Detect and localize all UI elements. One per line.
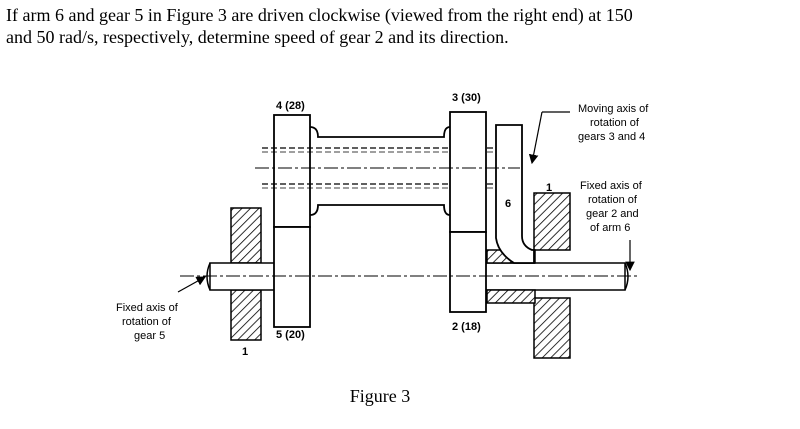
gear-4-label: 4 (28)	[276, 100, 305, 112]
gear-3-label: 3 (30)	[452, 92, 481, 104]
fixed-axis-right-note: Fixed axis of rotation of gear 2 and of …	[580, 180, 643, 234]
gear-5	[273, 226, 311, 328]
centerlines	[180, 167, 640, 277]
gear-3	[449, 111, 487, 233]
gear-4	[273, 114, 311, 228]
arm-6	[495, 124, 535, 264]
fixed-axis-left-line-3: gear 5	[134, 330, 165, 342]
fixed-axis-right-line-1: Fixed axis of	[580, 180, 643, 192]
moving-axis-line-1: Moving axis of	[578, 103, 649, 115]
moving-axis-note: Moving axis of rotation of gears 3 and 4	[578, 103, 649, 143]
arm-6-label: 6	[505, 198, 511, 210]
fixed-axis-right-line-2: rotation of	[588, 194, 638, 206]
problem-line-1: If arm 6 and gear 5 in Figure 3 are driv…	[6, 5, 633, 25]
gear-5-label: 5 (20)	[276, 329, 305, 341]
problem-line-2: and 50 rad/s, respectively, determine sp…	[6, 27, 509, 47]
frame-right	[533, 192, 571, 359]
leader-lines	[177, 111, 635, 293]
fixed-axis-right-line-4: of arm 6	[590, 222, 630, 234]
fixed-axis-right-line-3: gear 2 and	[586, 208, 639, 220]
frame-label-right: 1	[546, 182, 552, 194]
moving-axis-line-3: gears 3 and 4	[578, 131, 645, 143]
fixed-axis-left-line-2: rotation of	[122, 316, 172, 328]
moving-axis-line-2: rotation of	[590, 117, 640, 129]
fixed-axis-left-note: Fixed axis of rotation of gear 5	[116, 302, 179, 342]
figure-caption: Figure 3	[349, 386, 411, 406]
gear-2	[449, 231, 487, 313]
fixed-axis-left-line-1: Fixed axis of	[116, 302, 179, 314]
frame-label-left: 1	[242, 346, 248, 358]
frame-left	[230, 207, 262, 341]
problem-statement: If arm 6 and gear 5 in Figure 3 are driv…	[6, 4, 794, 48]
gear-2-label: 2 (18)	[452, 321, 481, 333]
